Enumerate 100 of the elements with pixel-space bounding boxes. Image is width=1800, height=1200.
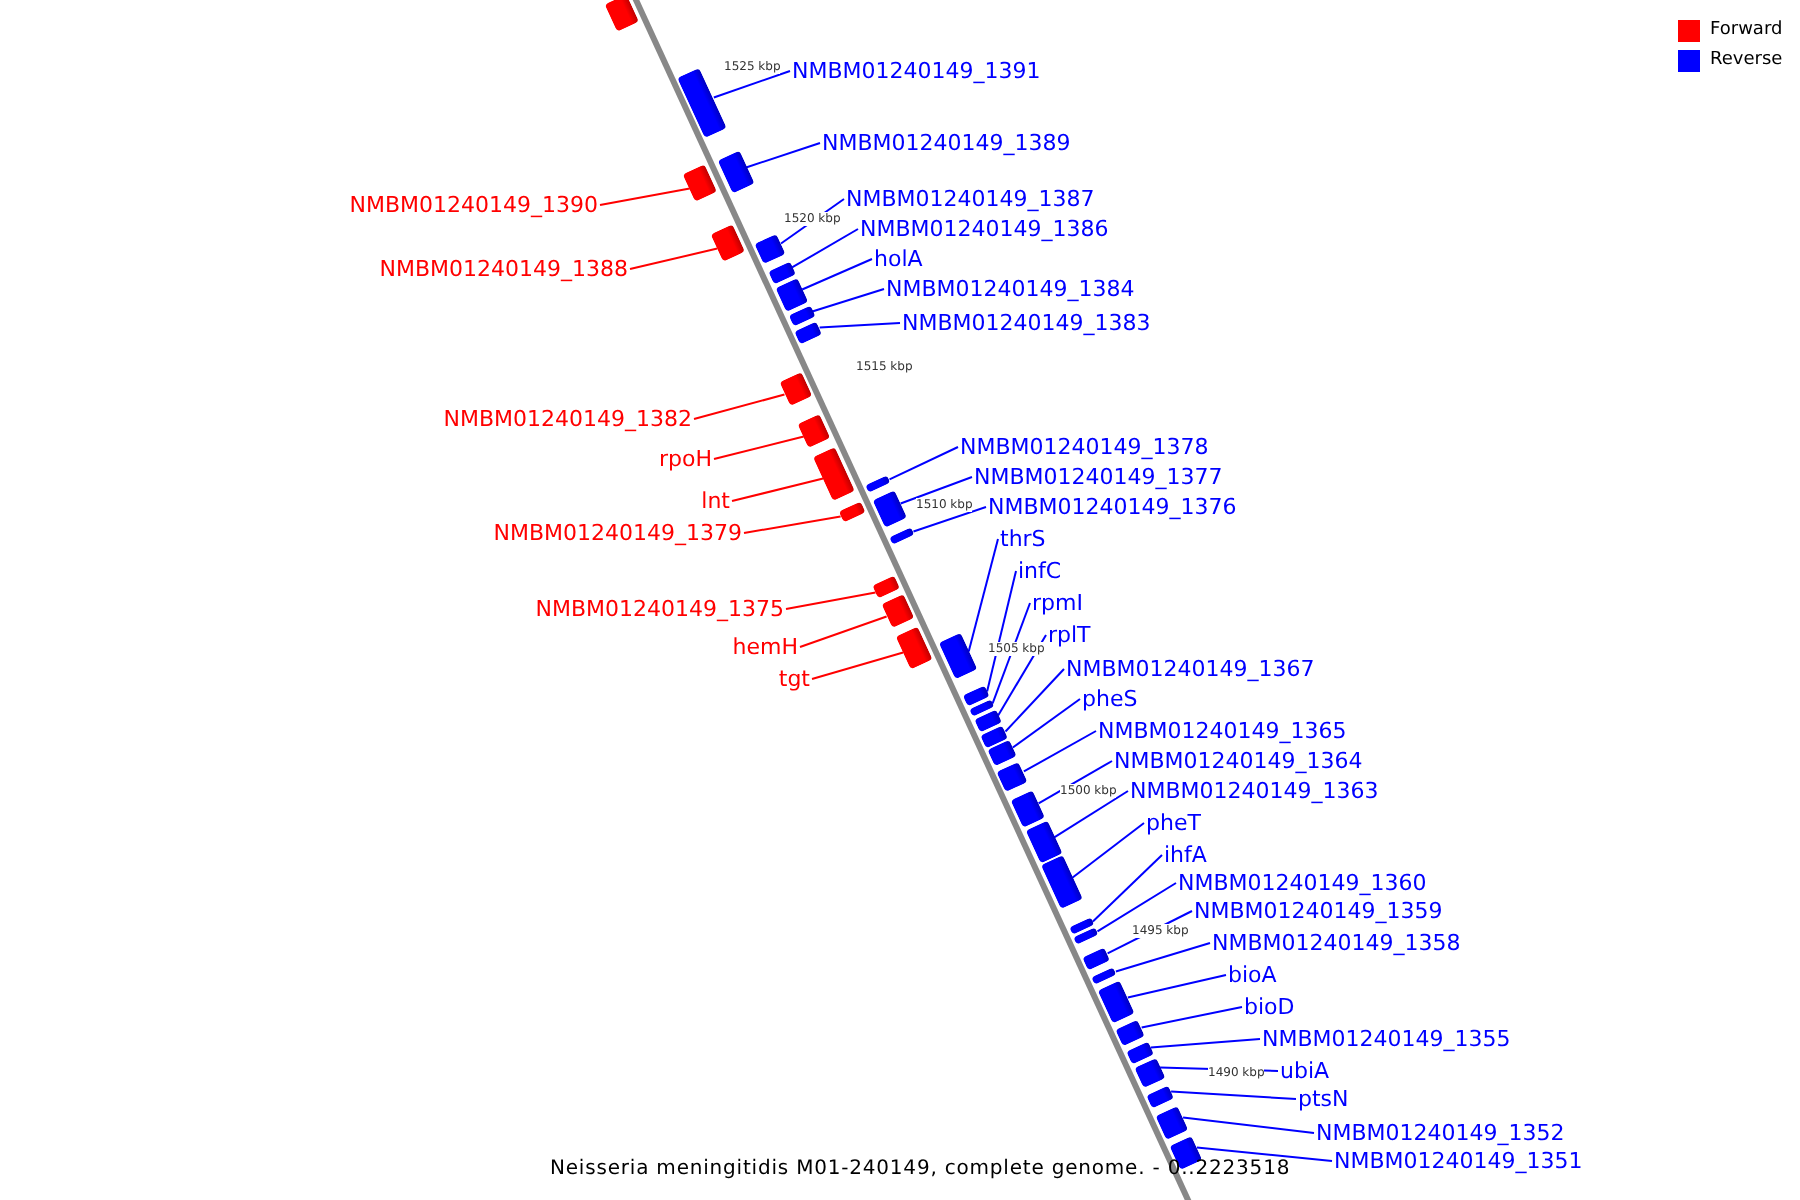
- gene-label: rpmI: [1032, 590, 1083, 616]
- gene-block: [683, 164, 718, 203]
- leader-line: [693, 393, 786, 420]
- gene-block: [889, 527, 916, 546]
- gene-block: [1098, 981, 1136, 1024]
- gene-label: NMBM01240149_1391: [792, 58, 1041, 84]
- gene-label: NMBM01240149_1364: [1114, 748, 1363, 774]
- leader-line: [745, 142, 821, 169]
- gene-block: [895, 626, 933, 669]
- gene-label: pheT: [1146, 810, 1201, 836]
- gene-label: NMBM01240149_1365: [1098, 718, 1347, 744]
- gene-label: NMBM01240149_1351: [1334, 1148, 1583, 1174]
- gene-block: [1126, 1041, 1154, 1064]
- gene-block: [778, 372, 812, 407]
- leader-line: [1140, 1006, 1243, 1029]
- leader-line: [712, 70, 791, 99]
- leader-line: [731, 477, 825, 502]
- leader-line: [986, 570, 1017, 693]
- gene-block: [838, 501, 865, 522]
- leader-line: [1170, 1090, 1297, 1100]
- leader-line: [629, 247, 719, 270]
- leader-line: [1149, 1038, 1261, 1049]
- gene-block: [1146, 1085, 1174, 1108]
- gene-label: infC: [1018, 558, 1062, 584]
- leader-line: [743, 515, 842, 534]
- gene-label: NMBM01240149_1387: [846, 186, 1095, 212]
- gene-label: NMBM01240149_1386: [860, 216, 1109, 242]
- leader-line: [801, 258, 873, 291]
- gene-label: thrS: [1000, 526, 1046, 552]
- leader-line: [791, 228, 859, 269]
- leader-line: [811, 288, 885, 313]
- gene-label: NMBM01240149_1390: [349, 192, 598, 218]
- gene-block: [872, 576, 901, 599]
- gene-label: rpoH: [658, 446, 712, 472]
- gene-label: NMBM01240149_1384: [886, 276, 1135, 302]
- gene-label: bioA: [1228, 962, 1277, 988]
- gene-block: [938, 633, 977, 680]
- leader-line: [1114, 942, 1211, 973]
- leader-line: [1037, 760, 1113, 805]
- gene-block: [716, 151, 754, 194]
- gene-label: NMBM01240149_1375: [535, 596, 784, 622]
- leader-line: [967, 538, 999, 653]
- gene-label: lnt: [701, 488, 730, 514]
- gene-label: NMBM01240149_1382: [443, 406, 692, 432]
- gene-block: [1010, 789, 1046, 828]
- gene-label: holA: [874, 246, 923, 272]
- gene-label: NMBM01240149_1352: [1316, 1120, 1565, 1146]
- leader-line: [912, 506, 987, 533]
- gene-block: [1116, 1019, 1146, 1046]
- leader-line: [785, 591, 877, 610]
- leader-line: [599, 187, 691, 206]
- gene-label: NMBM01240149_1388: [379, 256, 628, 282]
- gene-block: [1083, 947, 1111, 970]
- gene-label: NMBM01240149_1355: [1262, 1026, 1511, 1052]
- leader-line: [1011, 698, 1081, 749]
- legend-label: Reverse: [1710, 50, 1783, 72]
- gene-label: ptsN: [1298, 1086, 1349, 1112]
- leader-line: [888, 446, 959, 481]
- gene-label: NMBM01240149_1377: [974, 464, 1223, 490]
- gene-label: NMBM01240149_1360: [1178, 870, 1427, 896]
- leader-line: [1195, 1146, 1333, 1162]
- gene-label: NMBM01240149_1359: [1194, 898, 1443, 924]
- caption: Neisseria meningitidis M01-240149, complete genome. - 0..2223518: [550, 1158, 1291, 1182]
- gene-label: NMBM01240149_1363: [1130, 778, 1379, 804]
- gene-label: NMBM01240149_1379: [493, 520, 742, 546]
- gene-label: NMBM01240149_1383: [902, 310, 1151, 336]
- gene-label: rplT: [1048, 622, 1091, 648]
- leader-line: [1004, 668, 1065, 733]
- gene-block: [963, 686, 990, 707]
- gene-block: [767, 261, 795, 284]
- gene-block: [865, 475, 892, 494]
- gene-block: [997, 761, 1029, 792]
- gene-label: ubiA: [1280, 1058, 1330, 1084]
- gene-label: NMBM01240149_1376: [988, 494, 1237, 520]
- gene-block: [788, 306, 815, 327]
- leader-line: [1182, 1116, 1315, 1134]
- leader-line: [1096, 882, 1177, 933]
- gene-block: [872, 489, 908, 528]
- gene-label: NMBM01240149_1389: [822, 130, 1071, 156]
- leader-line: [811, 651, 905, 680]
- gene-block: [813, 446, 855, 501]
- leader-line: [1022, 730, 1097, 773]
- gene-label: NMBM01240149_1378: [960, 434, 1209, 460]
- leader-line: [1071, 822, 1145, 879]
- gene-block: [605, 0, 640, 33]
- gene-block: [798, 414, 832, 449]
- gene-block: [710, 224, 746, 263]
- gene-block: [881, 594, 914, 629]
- gene-block: [1092, 967, 1118, 986]
- gene-label: tgt: [778, 666, 810, 692]
- gene-block: [1155, 1105, 1189, 1140]
- leader-line: [1091, 854, 1163, 923]
- leader-line: [818, 322, 901, 329]
- leader-line: [1126, 974, 1227, 999]
- leader-line: [799, 615, 888, 648]
- gene-label: ihfA: [1164, 842, 1207, 868]
- legend-label: Forward: [1710, 20, 1783, 42]
- gene-label: NMBM01240149_1358: [1212, 930, 1461, 956]
- gene-block: [754, 233, 786, 264]
- gene-block: [795, 321, 823, 344]
